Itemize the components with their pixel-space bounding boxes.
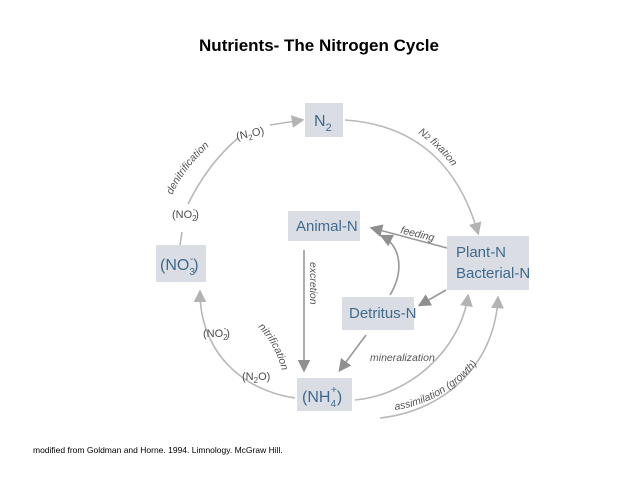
slide-title: Nutrients- The Nitrogen Cycle [199,36,439,55]
n2o-bottom-label: (N2O) [242,371,270,385]
assimilation-arrow-outer [379,295,504,419]
feeding-label: feeding [399,224,435,244]
animal-n-label: Animal-N [296,218,358,235]
detritus-n-node [342,297,414,330]
n2-label: N2 [314,113,332,134]
detritus-n-label: Detritus-N [349,305,417,322]
mineralization-label: mineralization [370,352,435,364]
plant-n-node [447,236,529,290]
n2o-to-n2-arrow [269,115,305,128]
assimilation-arrow-inner [354,293,473,401]
nitrification-label: nitrification [256,321,291,372]
no2-bottom-label: (NO2-) [203,324,230,342]
n2o-top-label: (N2O) [235,125,266,145]
no3-to-no2-arrow [179,231,183,246]
bacterial-n-label: Bacterial-N [456,265,530,282]
excretion-label: excretion [307,262,319,305]
nh4-label: (NH4+) [302,385,342,410]
citation: modified from Goldman and Horne. 1994. L… [33,445,283,455]
animal-n-node [288,211,360,241]
nh4-node [297,378,352,411]
fixation-arrow [344,119,482,236]
detritus-to-animal-arrow [379,234,400,296]
mineralization-arrow [338,334,367,373]
feeding-arrow [369,224,448,249]
no3-node [156,245,206,282]
nitrification-arrow [193,289,296,399]
no3-label: (NO3-) [160,254,199,278]
assimilation-label: assimilation (growth) [394,358,480,413]
plant-n-label: Plant-N [456,244,506,261]
no2-to-n2o-arrow [187,137,239,205]
plant-to-detritus-arrow [417,289,447,307]
n2-node [305,103,343,137]
denitrification-label: denitrification [164,139,212,196]
no2-left-label: (NO2-) [172,205,199,223]
